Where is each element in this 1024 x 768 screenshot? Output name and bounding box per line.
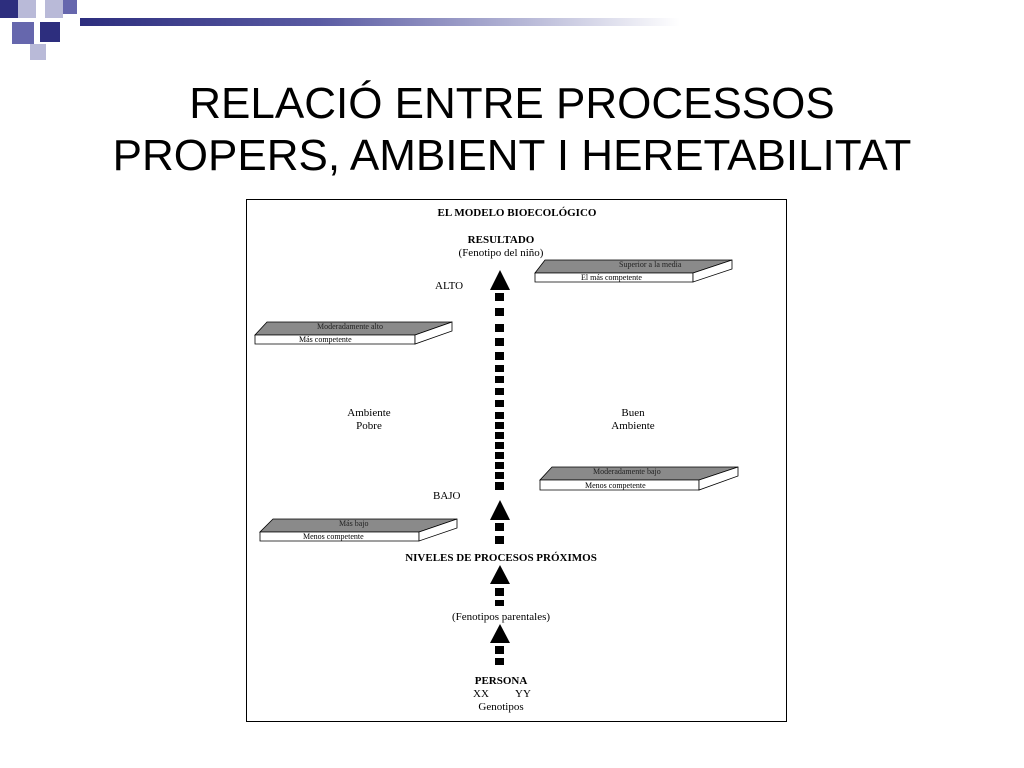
title-line-2: PROPERS, AMBIENT I HERETABILITAT <box>112 131 912 180</box>
header-gradient-bar <box>80 18 680 26</box>
dash <box>495 388 504 395</box>
arrow-head-bottom <box>490 624 510 643</box>
resultado-label: RESULTADO <box>467 234 535 246</box>
genotype-xx: XX <box>473 688 489 700</box>
dash <box>495 376 504 383</box>
dash <box>495 482 504 490</box>
plate-lower-left-top-label: Más bajo <box>339 519 369 528</box>
deco-square <box>18 0 36 18</box>
plate-upper-left <box>254 321 453 345</box>
dash <box>495 523 504 531</box>
bajo-label: BAJO <box>433 490 461 502</box>
genotype-yy: YY <box>515 688 531 700</box>
dash <box>495 412 504 419</box>
ambiente-pobre-line2: Pobre <box>356 420 382 432</box>
genotipos-label: Genotipos <box>478 701 524 713</box>
plate-lower-right-top-label: Moderadamente bajo <box>593 467 661 476</box>
dash <box>495 365 504 372</box>
dash <box>495 324 504 332</box>
title-line-1: RELACIÓ ENTRE PROCESSOS <box>189 79 835 128</box>
vertical-dashed-arrow <box>490 270 510 665</box>
deco-square <box>45 0 63 18</box>
dash <box>495 442 504 449</box>
dash <box>495 658 504 665</box>
dash <box>495 462 504 469</box>
bioecological-model-figure: Superior a la media El más competente Mo… <box>246 199 787 722</box>
deco-square <box>0 0 18 18</box>
buen-ambiente-line2: Ambiente <box>611 420 655 432</box>
plate-upper-right-top-label: Superior a la media <box>619 260 682 269</box>
dash <box>495 588 504 596</box>
slide-title: RELACIÓ ENTRE PROCESSOS PROPERS, AMBIENT… <box>0 78 1024 182</box>
plate-lower-right-bottom-label: Menos competente <box>585 481 646 490</box>
plate-upper-right <box>534 259 733 283</box>
buen-ambiente-line1: Buen <box>621 407 645 419</box>
dash <box>495 352 504 360</box>
dash <box>495 422 504 429</box>
plate-upper-left-bottom-label: Más competente <box>299 335 352 344</box>
ambiente-pobre-line1: Ambiente <box>347 407 391 419</box>
figure-graphics <box>254 259 739 665</box>
arrow-head-top <box>490 270 510 290</box>
niveles-procesos-label: NIVELES DE PROCESOS PRÓXIMOS <box>405 552 597 564</box>
plate-upper-right-bottom-label: El más competente <box>581 273 642 282</box>
dash <box>495 338 504 346</box>
dash <box>495 646 504 654</box>
dash <box>495 308 504 316</box>
plate-upper-left-top-label: Moderadamente alto <box>317 322 383 331</box>
deco-square <box>12 22 34 44</box>
dash <box>495 600 504 606</box>
dash <box>495 400 504 407</box>
deco-square <box>40 22 60 42</box>
dash <box>495 432 504 439</box>
persona-label: PERSONA <box>474 675 528 687</box>
deco-square <box>30 44 46 60</box>
dash <box>495 536 504 544</box>
fenotipo-nino-label: (Fenotipo del niño) <box>458 247 544 259</box>
figure-heading: EL MODELO BIOECOLÓGICO <box>437 207 597 219</box>
arrow-head-lower <box>490 565 510 584</box>
dash <box>495 293 504 301</box>
arrow-head-middle <box>490 500 510 520</box>
dash <box>495 472 504 479</box>
dash <box>495 452 504 459</box>
plate-lower-right <box>539 466 739 491</box>
fenotipos-parentales-label: (Fenotipos parentales) <box>451 611 551 623</box>
deco-square <box>63 0 77 14</box>
plate-lower-left-bottom-label: Menos competente <box>303 532 364 541</box>
plate-lower-left <box>259 518 458 542</box>
alto-label: ALTO <box>435 280 464 292</box>
